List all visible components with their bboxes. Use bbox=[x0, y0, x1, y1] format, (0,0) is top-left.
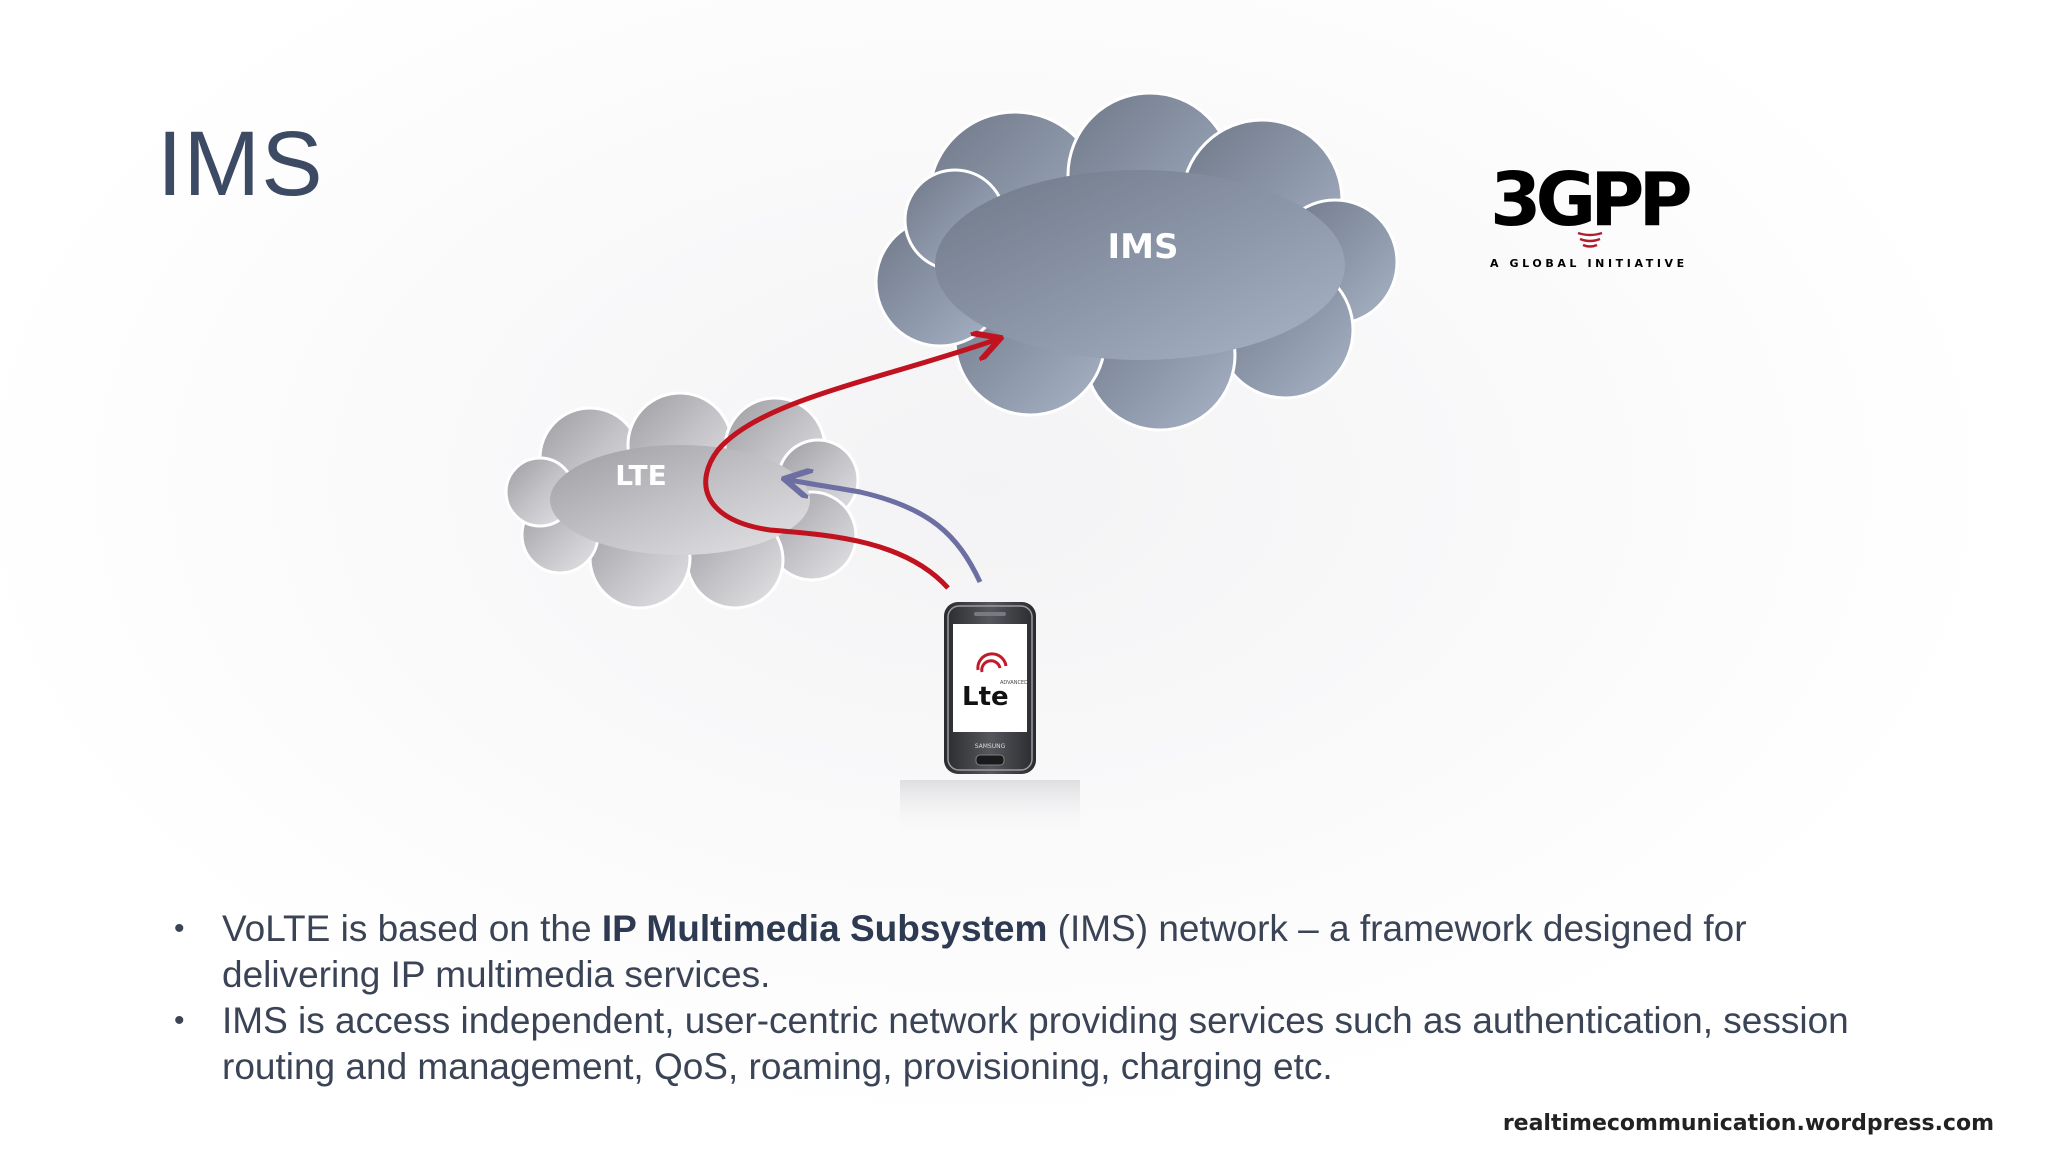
blue-arrow-to-lte bbox=[790, 480, 983, 584]
bullet-dot: • bbox=[174, 912, 185, 945]
bullet-text: IMS is access independent, user-centric … bbox=[222, 1000, 1849, 1087]
lte-advanced-logo: Lte ADVANCED bbox=[962, 652, 1028, 712]
bullet-text: (IMS) network – a framework designed for… bbox=[222, 908, 1747, 995]
3gpp-mark: 3GPP bbox=[1490, 157, 1690, 243]
bullet-list: • VoLTE is based on the IP Multimedia Sub… bbox=[170, 906, 1870, 1090]
phone-reflection bbox=[900, 780, 1080, 840]
red-arrow-to-ims bbox=[703, 340, 995, 590]
slide-title: IMS bbox=[157, 113, 324, 215]
lte-cloud bbox=[504, 391, 860, 610]
phone-advanced-text: ADVANCED bbox=[1000, 680, 1028, 686]
lte-cloud-label: LTE bbox=[615, 459, 666, 492]
source-url: realtimecommunication.wordpress.com bbox=[1502, 1111, 1994, 1136]
ims-cloud bbox=[874, 91, 1399, 432]
bullet-item: • VoLTE is based on the IP Multimedia Sub… bbox=[170, 906, 1870, 998]
phone-lte-text: Lte bbox=[962, 682, 1009, 712]
bullet-item: • IMS is access independent, user-centric… bbox=[170, 998, 1870, 1090]
phone-image: Lte ADVANCED SAMSUNG bbox=[944, 602, 1036, 774]
3gpp-logo: 3GPP A GLOBAL INITIATIVE bbox=[1490, 157, 1696, 270]
3gpp-tagline: A GLOBAL INITIATIVE bbox=[1490, 257, 1688, 270]
bullet-bold-term: IP Multimedia Subsystem bbox=[601, 908, 1048, 949]
bullet-text: VoLTE is based on the bbox=[222, 908, 602, 949]
ims-cloud-label: IMS bbox=[1108, 227, 1179, 267]
bullet-dot: • bbox=[174, 1004, 185, 1037]
3gpp-waves-icon bbox=[1577, 231, 1603, 248]
phone-brand: SAMSUNG bbox=[975, 743, 1006, 750]
